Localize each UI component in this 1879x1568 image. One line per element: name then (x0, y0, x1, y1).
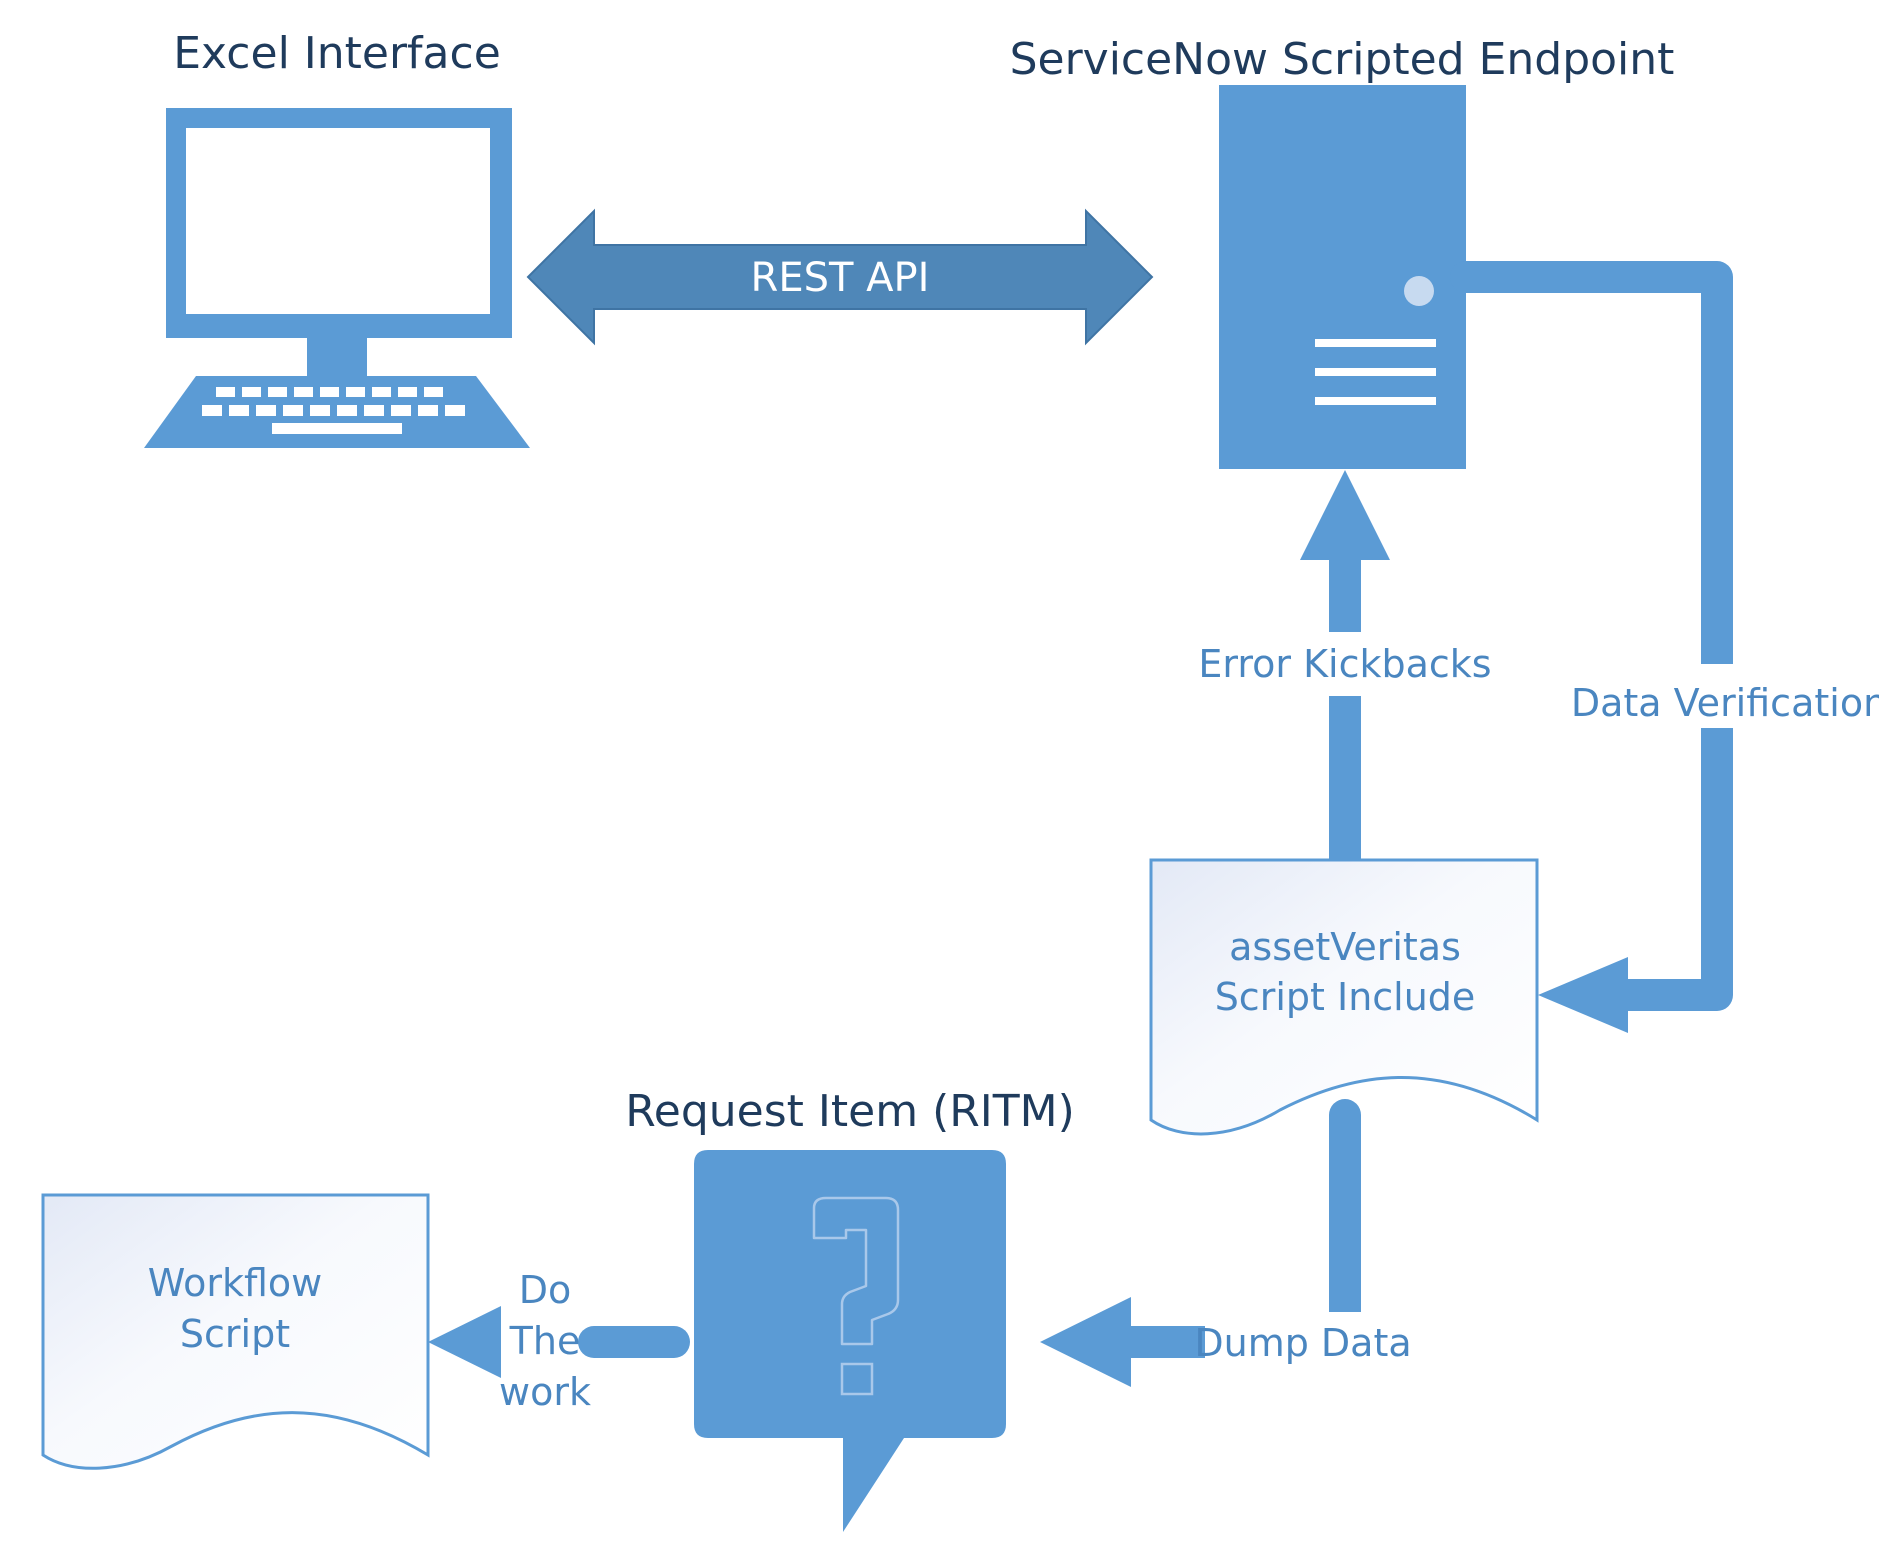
do-the-work-line2: The (509, 1319, 581, 1363)
rest-api-arrow: REST API (526, 208, 1154, 346)
asset-veritas-script-include-node: assetVeritas Script Include (1149, 858, 1539, 1136)
arrow-up-icon (1300, 470, 1390, 560)
excel-interface-node: Excel Interface (144, 28, 530, 448)
double-arrow-icon (526, 208, 1154, 346)
arrow-left-icon (1040, 1297, 1131, 1387)
arrow-left-icon (428, 1306, 501, 1378)
do-the-work-line3: work (499, 1370, 591, 1414)
error-kickbacks-label: Error Kickbacks (1198, 642, 1491, 686)
data-verification-label: Data Verification (1571, 681, 1879, 725)
computer-monitor-icon (144, 108, 530, 448)
data-verification-connector: Data Verification (1450, 261, 1879, 1033)
request-item-title: Request Item (RITM) (625, 1086, 1075, 1137)
do-the-work-connector: Do The work (428, 1268, 690, 1414)
workflow-script-node: Workflow Script (41, 1193, 430, 1470)
servicenow-endpoint-title: ServiceNow Scripted Endpoint (1010, 34, 1675, 85)
excel-interface-title: Excel Interface (173, 28, 501, 79)
rest-api-label: REST API (751, 255, 930, 301)
dump-data-label: Dump Data (1194, 1321, 1411, 1365)
document-shape (41, 1193, 430, 1470)
asset-veritas-line2: Script Include (1215, 975, 1476, 1019)
servicenow-endpoint-node: ServiceNow Scripted Endpoint (1010, 34, 1675, 469)
workflow-script-line2: Script (180, 1312, 290, 1356)
dump-data-connector: Dump Data (1040, 1099, 1412, 1387)
arrow-left-icon (1538, 957, 1628, 1033)
question-speech-bubble-icon (694, 1150, 1006, 1532)
server-tower-icon (1219, 85, 1466, 469)
request-item-ritm-node: Request Item (RITM) (625, 1086, 1075, 1532)
document-shape (1149, 858, 1539, 1136)
do-the-work-line1: Do (519, 1268, 572, 1312)
question-mark-icon (812, 1196, 900, 1346)
error-kickbacks-connector: Error Kickbacks (1198, 470, 1492, 882)
workflow-script-line1: Workflow (148, 1261, 323, 1305)
asset-veritas-line1: assetVeritas (1229, 925, 1461, 969)
